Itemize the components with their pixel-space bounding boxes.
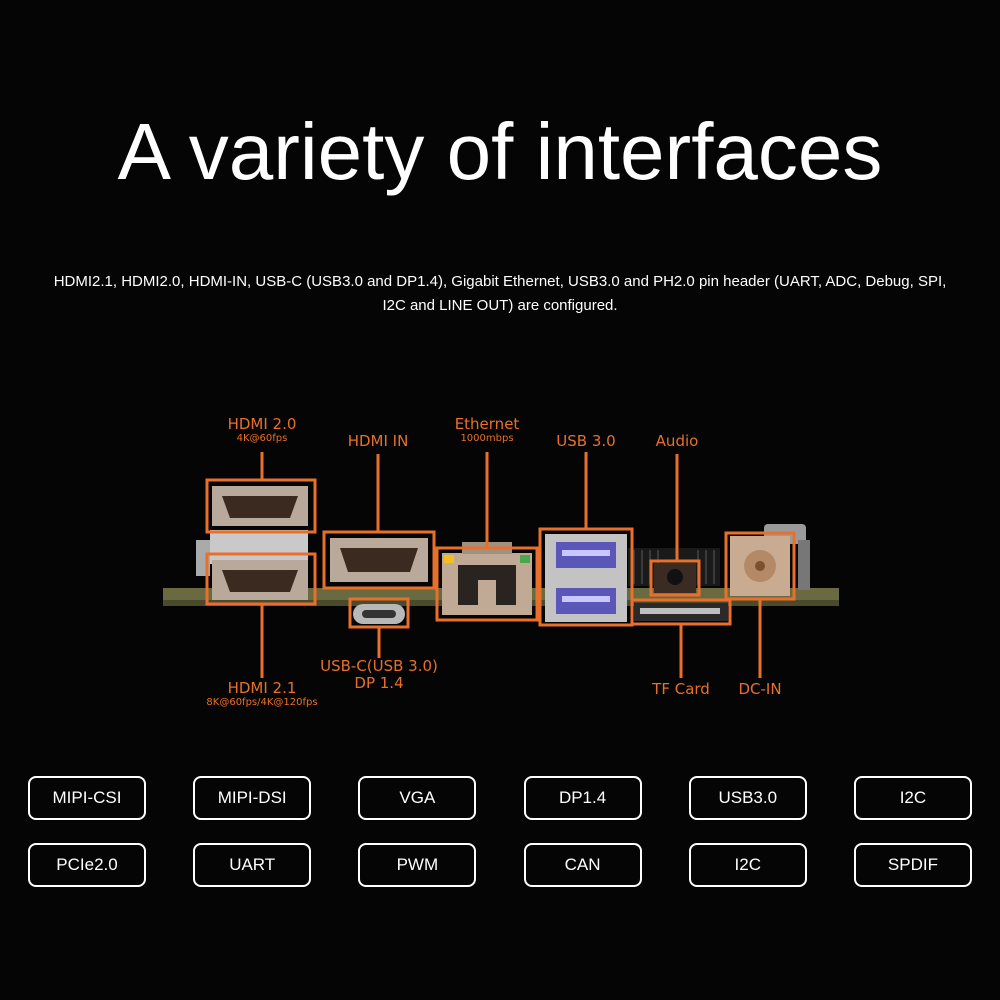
badge-can: CAN — [523, 843, 642, 887]
badge-i2c-2: I2C — [688, 843, 807, 887]
label-ethernet-sub: 1000mbps — [460, 433, 514, 444]
label-usbc: USB-C(USB 3.0) DP 1.4 — [304, 658, 454, 692]
label-usbc-title: USB-C(USB 3.0) — [320, 657, 438, 675]
badge-mipi-csi: MIPI-CSI — [28, 776, 146, 820]
label-hdmi21-sub: 8K@60fps/4K@120fps — [206, 697, 318, 708]
interfaces-description: HDMI2.1, HDMI2.0, HDMI-IN, USB-C (USB3.0… — [53, 273, 947, 314]
label-hdmi20-title: HDMI 2.0 — [227, 415, 297, 433]
callout-lines — [205, 452, 796, 678]
label-usb30: USB 3.0 — [536, 433, 636, 450]
board-diagram — [163, 452, 839, 678]
badge-uart: UART — [193, 843, 312, 887]
label-ethernet-title: Ethernet — [454, 415, 520, 433]
label-dc-in: DC-IN — [710, 681, 810, 698]
board-illustration: HDMI 2.0 4K@60fps HDMI IN Ethernet 1000m… — [0, 400, 1000, 730]
badge-spdif: SPDIF — [853, 843, 972, 887]
label-dc-in-title: DC-IN — [738, 680, 782, 698]
label-hdmi21: HDMI 2.1 8K@60fps/4K@120fps — [187, 680, 337, 709]
badge-dp14: DP1.4 — [523, 776, 642, 820]
label-usbc-sub: DP 1.4 — [354, 674, 404, 692]
badge-mipi-dsi: MIPI-DSI — [193, 776, 312, 820]
label-audio-title: Audio — [655, 432, 699, 450]
label-audio: Audio — [627, 433, 727, 450]
badge-pcie20: PCIe2.0 — [28, 843, 146, 887]
label-hdmi-in: HDMI IN — [328, 433, 428, 450]
interface-badges: MIPI-CSI MIPI-DSI VGA DP1.4 USB3.0 I2C P… — [28, 776, 972, 887]
label-usb30-title: USB 3.0 — [556, 432, 616, 450]
label-tf-card: TF Card — [631, 681, 731, 698]
label-hdmi-in-title: HDMI IN — [347, 432, 409, 450]
label-hdmi21-title: HDMI 2.1 — [227, 679, 297, 697]
page-title: A variety of interfaces — [117, 107, 883, 196]
label-ethernet: Ethernet 1000mbps — [437, 416, 537, 445]
badge-usb30: USB3.0 — [688, 776, 807, 820]
label-hdmi20-sub: 4K@60fps — [236, 433, 288, 444]
label-hdmi20: HDMI 2.0 4K@60fps — [212, 416, 312, 445]
badge-pwm: PWM — [358, 843, 477, 887]
badge-i2c: I2C — [853, 776, 972, 820]
label-tf-card-title: TF Card — [652, 680, 710, 698]
badge-vga: VGA — [358, 776, 477, 820]
